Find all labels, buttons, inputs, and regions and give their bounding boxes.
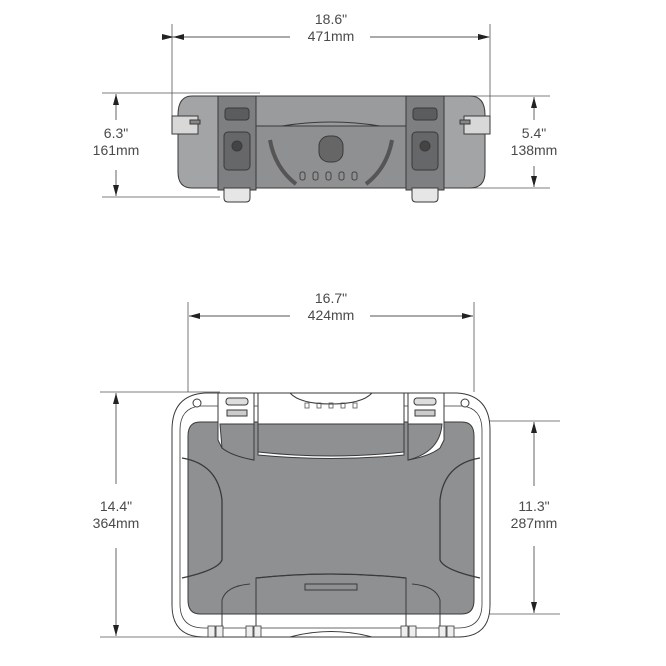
arrow-down-icon [113, 185, 119, 196]
arrow-right-icon [462, 313, 473, 319]
top-depth-mm: 364mm [92, 515, 140, 531]
top-body-depth-inches: 11.3" [518, 498, 550, 514]
front-width-label: 18.6" 471mm [292, 11, 370, 45]
top-depth-inches: 14.4" [99, 498, 133, 514]
front-width-inches: 18.6" [314, 11, 348, 27]
top-case-body [171, 392, 491, 638]
top-view [100, 34, 560, 638]
arrow-up-icon [113, 94, 119, 105]
arrow-left-icon [189, 313, 200, 319]
arrow-down-icon [531, 602, 537, 613]
top-overall-depth-label: 14.4" 364mm [82, 498, 150, 532]
front-width-mm: 471mm [307, 28, 355, 44]
arrow-down-icon [531, 176, 537, 187]
arrow-left-icon [173, 34, 184, 40]
arrow-up-icon [113, 393, 119, 404]
top-width-label: 16.7" 424mm [292, 290, 370, 324]
front-body-height-label: 5.4" 138mm [500, 125, 568, 159]
front-case-body [171, 95, 491, 203]
front-body-height-inches: 5.4" [521, 125, 547, 141]
top-width-inches: 16.7" [314, 290, 348, 306]
front-view [102, 24, 550, 203]
arrow-right-icon [478, 34, 489, 40]
front-overall-height-label: 6.3" 161mm [82, 125, 150, 159]
front-body-height-mm: 138mm [510, 142, 558, 158]
top-body-depth-mm: 287mm [510, 515, 558, 531]
front-height-mm: 161mm [92, 142, 140, 158]
top-width-mm: 424mm [307, 307, 355, 323]
arrow-up-icon [531, 97, 537, 108]
arrow-down-icon [113, 625, 119, 636]
front-height-inches: 6.3" [103, 125, 129, 141]
top-body-depth-label: 11.3" 287mm [500, 498, 568, 532]
arrow-up-icon [531, 422, 537, 433]
